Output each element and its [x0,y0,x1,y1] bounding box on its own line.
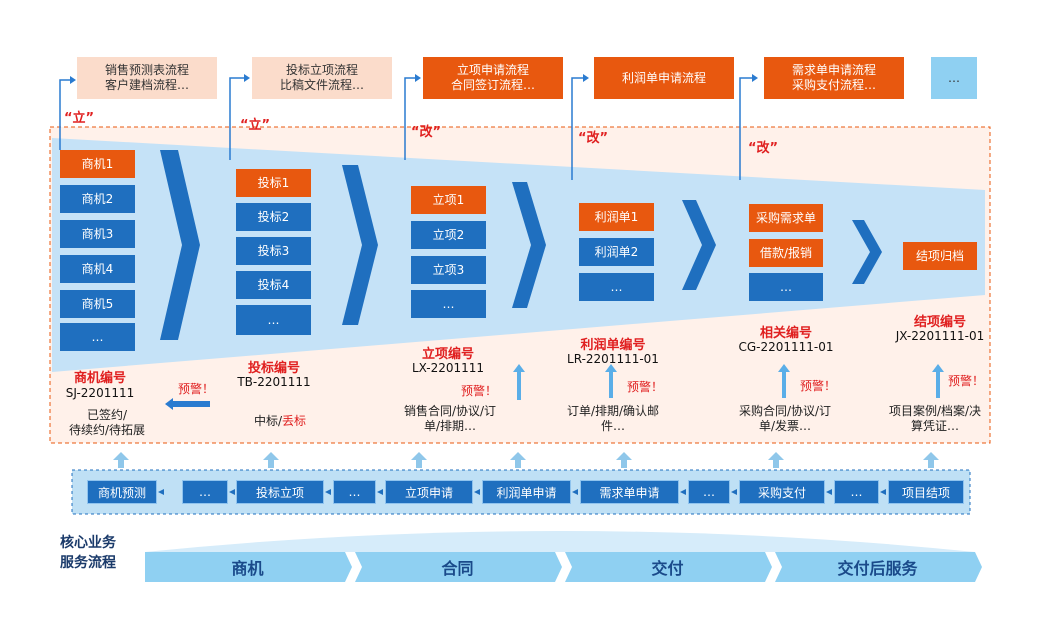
top-box-line: … [948,70,960,85]
warning-3: 预警！ [461,384,498,398]
status-3: 销售合同/协议/订 单/排期… [403,404,497,433]
code-3: LX-2201111 [411,361,485,375]
status-4: 订单/排期/确认邮 件… [566,404,660,433]
bid-4: 投标4 [236,271,311,299]
purchase-more: … [749,273,823,301]
status-2: 中标/丢标 [240,414,320,429]
opportunity-1: 商机1 [60,150,135,178]
core-process-label: 核心业务 服务流程 [60,535,116,571]
flow-opportunity-forecast: 商机预测 [87,480,157,504]
flow-bid-project: 投标立项 [236,480,324,504]
top-box-4: 利润单申请流程 [594,57,734,99]
flow-project-application: 立项申请 [385,480,473,504]
profit-1: 利润单1 [579,203,654,231]
opportunity-more: … [60,323,135,351]
flow-more-1: … [182,480,228,504]
flow-project-closure: 项目结项 [888,480,964,504]
opportunity-4: 商机4 [60,255,135,283]
flow-profit-application: 利润单申请 [482,480,571,504]
warning-4: 预警！ [627,380,664,394]
bid-3: 投标3 [236,237,311,265]
project-2: 立项2 [411,221,486,249]
profit-2: 利润单2 [579,238,654,266]
code-title-3: 立项编号 [421,347,474,362]
opportunity-2: 商机2 [60,185,135,213]
status-won: 中标/ [253,414,283,428]
top-box-1: 销售预测表流程 客户建档流程… [77,57,217,99]
code-title-5: 相关编号 [759,326,812,341]
tag-gai-2: “改” [578,131,609,146]
opportunity-3: 商机3 [60,220,135,248]
code-2: TB-2201111 [237,375,311,389]
bid-1: 投标1 [236,169,311,197]
flow-more-3: … [688,480,730,504]
top-box-5: 需求单申请流程 采购支付流程… [764,57,904,99]
profit-more: … [579,273,654,301]
top-box-line: 销售预测表流程 [104,63,189,77]
code-title-4: 利润单编号 [580,338,646,353]
tag-gai-1: “改” [411,125,442,140]
project-3: 立项3 [411,256,486,284]
code-title-6: 结项编号 [913,315,966,330]
top-box-line: 采购支付流程… [791,78,876,92]
top-box-line: 投标立项流程 [285,63,358,77]
top-box-line: 需求单申请流程 [791,63,876,77]
project-more: … [411,290,486,318]
code-6: JX-2201111-01 [895,329,985,343]
project-1: 立项1 [411,186,486,214]
status-5: 采购合同/协议/订 单/发票… [738,404,832,433]
code-1: SJ-2201111 [65,386,135,400]
top-box-3: 立项申请流程 合同签订流程… [423,57,563,99]
loan-reimbursement: 借款/报销 [749,239,823,267]
phase-contract: 合同 [441,559,474,578]
warning-1: 预警！ [178,382,215,396]
top-box-line: 比稿文件流程… [279,78,364,92]
flow-more-4: … [834,480,879,504]
code-title-2: 投标编号 [247,361,300,376]
top-box-line: 合同签订流程… [450,78,535,92]
phase-delivery: 交付 [651,559,684,578]
tag-li-1: “立” [64,111,95,126]
opportunity-5: 商机5 [60,290,135,318]
top-box-6: … [931,57,977,99]
flow-more-2: … [333,480,376,504]
bid-more: … [236,305,311,335]
closure-archive: 结项归档 [903,242,977,270]
warning-5: 预警！ [800,379,837,393]
tag-gai-3: “改” [748,141,779,156]
top-box-line: 利润单申请流程 [621,70,706,85]
status-lost: 丢标 [282,414,307,428]
top-box-line: 立项申请流程 [456,63,529,77]
top-box-line: 客户建档流程… [104,78,189,92]
code-title-1: 商机编号 [73,371,126,386]
tag-li-2: “立” [240,118,271,133]
bid-2: 投标2 [236,203,311,231]
flow-purchase-payment: 采购支付 [739,480,825,504]
top-box-2: 投标立项流程 比稿文件流程… [252,57,392,99]
status-1: 已签约/ 待续约/待拓展 [68,408,146,437]
status-6: 项目案例/档案/决 算凭证… [888,404,982,433]
purchase-request: 采购需求单 [749,204,823,232]
warning-6: 预警！ [948,374,985,388]
code-4: LR-2201111-01 [567,352,659,366]
phase-opportunity: 商机 [231,559,264,578]
flow-demand-application: 需求单申请 [580,480,679,504]
code-5: CG-2201111-01 [738,340,834,354]
phase-after-service: 交付后服务 [837,559,918,578]
